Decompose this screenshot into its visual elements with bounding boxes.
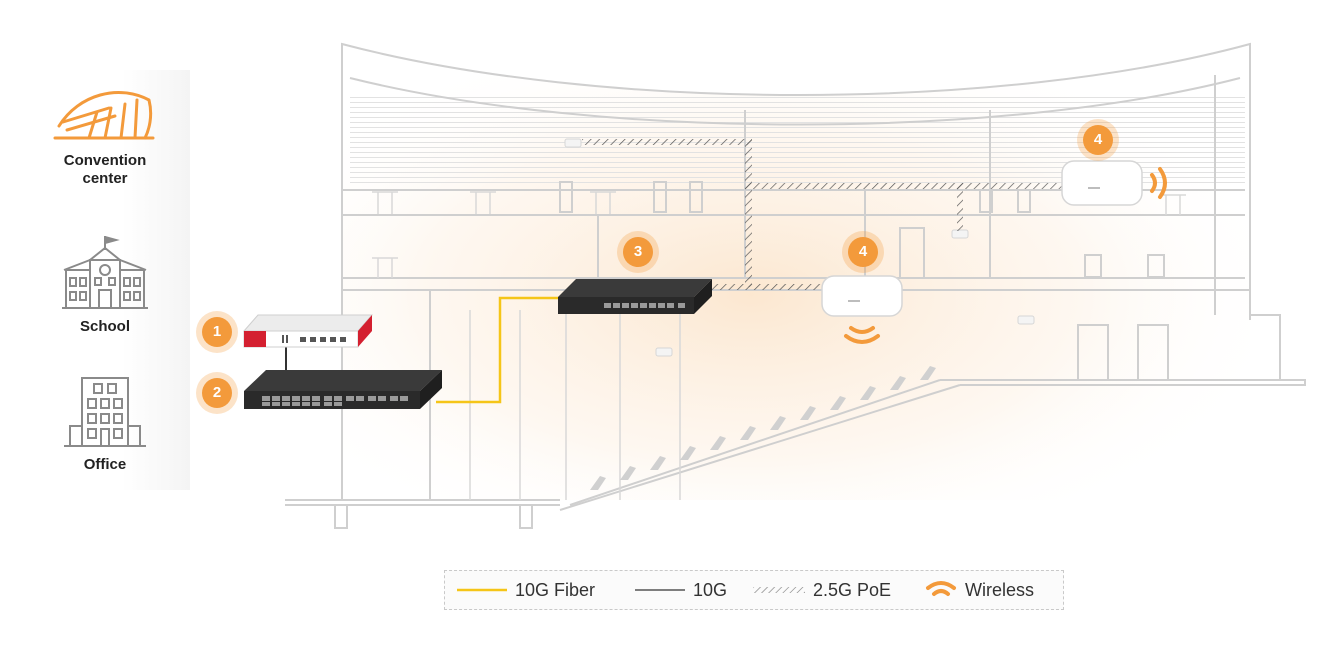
device-number-badge: 2 <box>202 378 232 408</box>
legend-label: 2.5G PoE <box>813 579 892 600</box>
core-switch-device[interactable] <box>244 370 442 409</box>
access-switch-device[interactable] <box>558 279 712 314</box>
wifi-icon <box>926 581 956 596</box>
venue-selector-panel <box>20 70 190 490</box>
access-point-2-device[interactable] <box>1061 160 1143 206</box>
fiber-line-icon <box>457 588 507 592</box>
link-2.5g-poe <box>700 284 824 290</box>
legend-item-copper: 10G <box>635 571 727 609</box>
venue-office[interactable]: Office <box>20 374 190 474</box>
device-number-badge: 4 <box>848 237 878 267</box>
venue-school[interactable]: School <box>20 234 190 336</box>
venue-label: Convention center <box>63 152 147 187</box>
school-icon <box>62 236 148 309</box>
poe-hatched-line-icon <box>753 587 805 593</box>
office-building-icon <box>64 377 146 447</box>
legend-label: 10G Fiber <box>515 579 596 600</box>
building-cross-section-diagram <box>242 42 1306 529</box>
legend-item-wireless: Wireless <box>925 571 1034 609</box>
wireless-signal-icon <box>844 326 880 344</box>
connection-legend: 10G Fiber 10G 2.5G PoE Wireless <box>444 570 1064 610</box>
link-2.5g-poe <box>582 139 752 145</box>
access-point-1-device[interactable] <box>821 275 903 317</box>
legend-item-fiber: 10G Fiber <box>457 571 595 609</box>
firewall-device[interactable] <box>242 314 374 348</box>
firewall-brand-panel <box>244 331 266 347</box>
copper-line-icon <box>635 589 685 591</box>
link-2.5g-poe <box>745 139 752 287</box>
cabling <box>285 139 1065 404</box>
device-number-badge: 1 <box>202 317 232 347</box>
device-number-badge: 3 <box>623 237 653 267</box>
wireless-signal-icon <box>1150 167 1167 199</box>
legend-label: 10G <box>693 579 728 600</box>
venue-convention-center[interactable]: Convention center <box>20 86 190 188</box>
link-2.5g-poe <box>957 183 963 231</box>
venue-label: Office <box>83 456 127 473</box>
convention-center-icon <box>53 91 155 140</box>
device-number-badge: 4 <box>1083 125 1113 155</box>
link-2.5g-poe <box>745 183 1065 189</box>
venue-label: School <box>79 318 130 335</box>
link-10g-fiber <box>436 296 560 404</box>
legend-item-poe: 2.5G PoE <box>753 571 891 609</box>
legend-label: Wireless <box>965 579 1035 600</box>
